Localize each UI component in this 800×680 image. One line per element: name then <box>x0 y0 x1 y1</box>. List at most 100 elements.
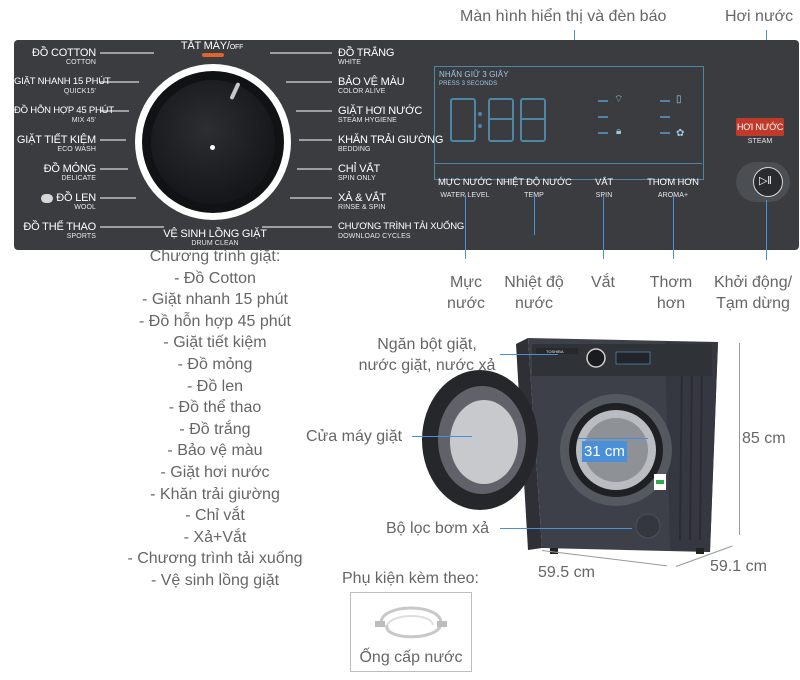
temp-sub: TEMP <box>524 192 544 200</box>
program-item: - Giặt tiết kiệm <box>163 334 267 352</box>
dash-5 <box>660 116 670 118</box>
water-level-line <box>465 195 466 259</box>
dial-tick-lines <box>100 52 332 228</box>
filter-callout: Bộ lọc bơm xả <box>386 520 489 537</box>
width-dim-label: 59.5 cm <box>538 564 595 581</box>
digit-3-mid <box>520 118 546 120</box>
steam-callout: Hơi nước <box>725 8 794 25</box>
accessory-item-label: Ống cấp nước <box>359 649 463 666</box>
phone-icon: ▯ <box>676 94 682 105</box>
program-item: - Đồ hỗn hợp 45 phút <box>139 312 291 330</box>
prog-sports-sub: SPORTS <box>66 233 96 240</box>
door-glass <box>450 400 518 484</box>
prog-spin-only: CHỈ VẮT <box>338 163 380 175</box>
prog-steam: GIẶT HƠI NƯỚC <box>338 105 423 117</box>
spin-line <box>603 195 604 259</box>
temp-line <box>534 195 535 235</box>
height-dim-label: 85 cm <box>742 430 786 447</box>
off-indicator <box>202 53 224 57</box>
detergent-callout: Ngăn bột giặt,nước giặt, nước xả <box>358 336 496 374</box>
prog-rinse-spin-sub: RINSE & SPIN <box>338 204 386 211</box>
machine-dial <box>586 348 606 368</box>
prog-download: CHƯƠNG TRÌNH TẢI XUỐNG <box>338 221 465 232</box>
prog-rinse-spin: XẢ & VẮT <box>338 192 386 204</box>
program-item: - Chương trình tải xuống <box>127 550 303 568</box>
prog-spin-only-sub: SPIN ONLY <box>338 175 376 182</box>
accessory-box: Ống cấp nước <box>350 592 472 672</box>
prog-quick15-sub: QUICK15' <box>63 88 96 95</box>
aroma-button[interactable]: THƠM HƠN <box>647 177 699 188</box>
dash-2 <box>598 116 608 118</box>
start-callout: Khởi động/Tạm dừng <box>713 274 793 312</box>
filter-line <box>500 528 632 529</box>
off-label: TẮT MÁY/OFF <box>180 40 244 52</box>
dash-3 <box>598 132 608 134</box>
wifi-icon: ⌔ <box>614 94 624 105</box>
temp-button[interactable]: NHIỆT ĐỘ NƯỚC <box>496 177 572 188</box>
filter-cover <box>635 513 661 539</box>
prog-sports: ĐỒ THỂ THAO <box>23 221 96 233</box>
colon-bottom <box>478 124 482 128</box>
prog-eco-sub: ECO WASH <box>57 146 96 153</box>
program-item: - Giặt nhanh 15 phút <box>142 291 288 309</box>
detergent-drawer <box>536 348 578 354</box>
prog-color-sub: COLOR ALIVE <box>338 88 386 95</box>
hold-label: NHẤN GIỮ 3 GIÂY <box>439 70 509 79</box>
digit-3 <box>520 98 546 142</box>
control-panel: TẮT MÁY/OFF ĐỒ COTTON COTTON GIẶT NHANH … <box>14 40 799 250</box>
steam-button-label: HƠI NƯỚC <box>736 122 784 132</box>
water-level-button[interactable]: MỰC NƯỚC <box>438 177 492 188</box>
play-pause-icon: ▷‖ <box>759 175 772 187</box>
spin-button[interactable]: VẮT <box>595 177 613 188</box>
detergent-line <box>500 354 558 355</box>
prog-mix45-sub: MIX 45' <box>71 117 96 124</box>
display-frame <box>434 66 704 180</box>
prog-quick15: GIẶT NHANH 15 PHÚT <box>14 76 111 87</box>
start-pause-button[interactable] <box>753 167 783 197</box>
depth-dim-label: 59.1 cm <box>710 558 767 575</box>
prog-steam-sub: STEAM HYGIENE <box>338 117 397 124</box>
water-hose-icon <box>375 606 447 639</box>
steam-button-sub: STEAM <box>747 138 773 145</box>
prog-download-sub: DOWNLOAD CYCLES <box>338 233 411 240</box>
lock-icon: 🔒︎ <box>616 126 622 137</box>
aroma-line <box>673 195 674 259</box>
program-list-title: Chương trình giặt: <box>149 248 281 265</box>
prog-drum-clean: VỆ SINH LỒNG GIẶT <box>163 228 267 240</box>
door-line <box>412 436 472 437</box>
digit-1 <box>450 98 476 142</box>
dash-1 <box>598 100 608 102</box>
program-item: - Khăn trải giường <box>150 485 280 503</box>
program-item: - Đồ thể thao <box>168 399 262 417</box>
program-item: - Giặt hơi nước <box>160 463 270 481</box>
prog-delicate-sub: DELICATE <box>61 175 96 182</box>
colon-top <box>478 112 482 116</box>
energy-label-bar <box>656 480 664 484</box>
prog-eco: GIẶT TIẾT KIỆM <box>16 134 96 146</box>
display-callout: Màn hình hiển thị và đèn báo <box>460 8 667 25</box>
door-dim-label: 31 cm <box>582 441 627 462</box>
dash-6 <box>660 132 670 134</box>
prog-cotton: ĐỒ COTTON <box>32 47 96 59</box>
steam-button[interactable] <box>736 118 784 136</box>
program-dial-face <box>151 80 275 204</box>
spin-sub: SPIN <box>595 192 613 199</box>
prog-delicate: ĐỒ MỎNG <box>43 163 97 175</box>
prog-drum-clean-sub: DRUM CLEAN <box>191 240 239 247</box>
digit-2-mid <box>488 118 514 120</box>
program-item: - Đồ trắng <box>179 420 251 438</box>
wool-icon <box>41 194 53 203</box>
program-item: - Vệ sinh lồng giặt <box>150 571 280 589</box>
program-item: - Bảo vệ màu <box>167 442 263 460</box>
water-level-sub: WATER LEVEL <box>440 192 490 199</box>
display-button-rule <box>434 163 702 164</box>
prog-cotton-sub: COTTON <box>65 59 96 66</box>
start-line <box>766 200 767 260</box>
prog-mix45: ĐỒ HỖN HỢP 45 PHÚT <box>14 105 114 116</box>
prog-white: ĐỒ TRẮNG <box>338 47 395 59</box>
foot-right <box>696 548 704 554</box>
dash-4 <box>660 100 670 102</box>
aroma-sub: AROMA+ <box>658 192 688 200</box>
